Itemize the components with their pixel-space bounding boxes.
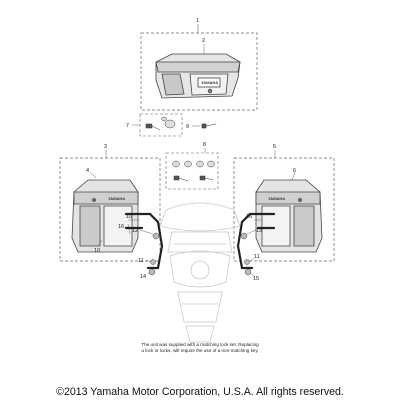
key-icon	[173, 175, 214, 182]
callout-15: 15	[253, 276, 259, 282]
left-side-case-group: 3 4 YAMAHA 10 10 16	[59, 144, 161, 262]
callout-7: 7	[126, 123, 129, 129]
top-case-group: 1 2 YAMAHA	[140, 18, 258, 111]
callout-14: 14	[140, 274, 146, 280]
callout-10b: 10	[94, 248, 100, 254]
left-case-brand: YAMAHA	[108, 196, 125, 201]
copyright-notice: ©2013 Yamaha Motor Corporation, U.S.A. A…	[56, 386, 344, 398]
callout-2: 2	[202, 38, 205, 44]
callout-9: 9	[186, 124, 189, 130]
callout-13: 13	[256, 228, 262, 234]
top-case-brand: YAMAHA	[201, 80, 218, 85]
right-case-frame	[233, 157, 335, 262]
callout-3: 3	[104, 144, 107, 150]
left-case-illustration	[71, 179, 139, 253]
right-case-brand: YAMAHA	[268, 196, 285, 201]
left-case-frame	[59, 157, 161, 262]
key-icon	[145, 123, 161, 131]
bolt-icon	[240, 232, 252, 276]
lock-cylinder-icon	[172, 160, 215, 168]
right-case-illustration	[255, 179, 323, 253]
lock-part-9: 9	[186, 123, 217, 130]
callout-16b: 16	[246, 214, 252, 220]
lock-set-group-8: 8	[165, 142, 219, 190]
callout-11b: 11	[254, 254, 260, 260]
note-line-1: The unit was supplied with a matching lo…	[141, 342, 259, 347]
callout-6: 6	[293, 168, 296, 174]
callout-4: 4	[86, 168, 89, 174]
lock-cylinder-icon	[161, 116, 176, 129]
note-line-2: a lock or locks, will require the use of…	[141, 348, 259, 353]
callout-12: 12	[132, 228, 138, 234]
top-case-illustration	[155, 53, 241, 99]
right-side-case-group: 5 6 YAMAHA 16	[233, 144, 335, 262]
callout-1: 1	[196, 18, 199, 24]
callout-11a: 11	[138, 258, 144, 264]
key-icon	[201, 123, 217, 129]
top-case-frame	[140, 32, 258, 111]
lock-set-frame-8	[165, 152, 219, 190]
callout-8: 8	[203, 142, 206, 148]
motorcycle-rear-illustration	[159, 202, 241, 343]
lock-set-note: The unit was supplied with a matching lo…	[100, 342, 300, 354]
callout-5: 5	[273, 144, 276, 150]
hardware-left: 12 11 14	[132, 228, 160, 280]
bolt-icon	[148, 232, 160, 276]
hardware-right: 13 11 15	[240, 228, 262, 282]
mount-brackets	[124, 212, 276, 270]
callout-16a: 16	[118, 224, 124, 230]
callout-10a: 10	[126, 214, 132, 220]
lock-parts-group-7: 7	[126, 113, 183, 137]
